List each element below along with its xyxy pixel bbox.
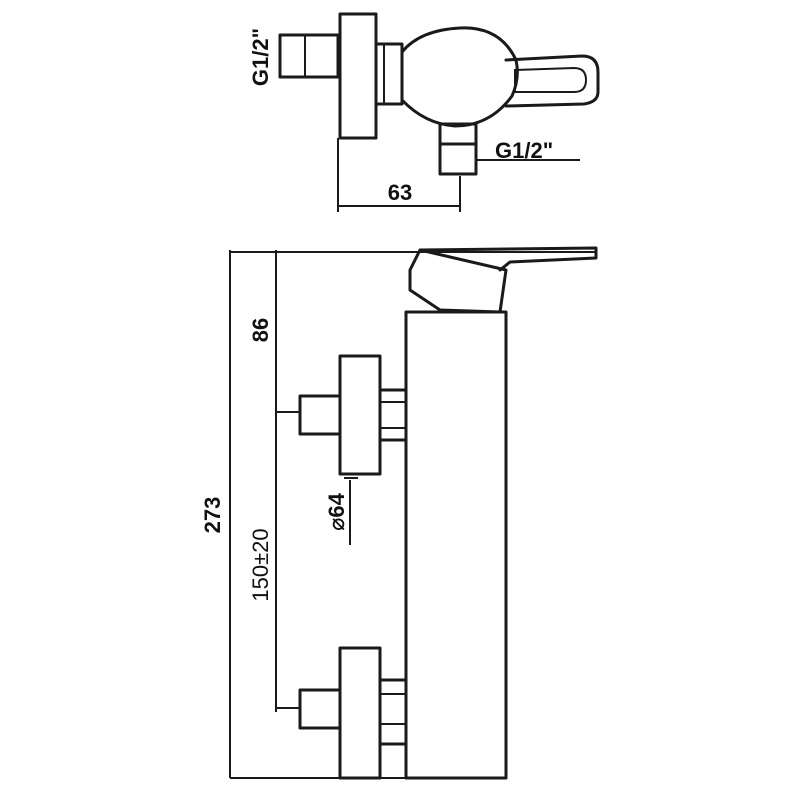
side-view: 273 86 150±20 ⌀64	[200, 246, 598, 780]
label-86: 86	[248, 318, 273, 342]
upper-escutcheon	[338, 354, 382, 476]
top-view: 63 G1/2" G1/2"	[248, 12, 600, 212]
side-mixer-body	[404, 310, 508, 780]
label-diameter-64: ⌀64	[324, 492, 349, 530]
side-handle	[418, 246, 598, 272]
side-cartridge	[408, 248, 508, 314]
upper-inlet-pipe	[298, 394, 342, 436]
lower-escutcheon	[338, 646, 382, 780]
label-63: 63	[388, 180, 412, 205]
top-handle	[504, 54, 600, 108]
top-nut	[374, 42, 404, 106]
label-150: 150±20	[248, 528, 273, 601]
label-273: 273	[200, 497, 225, 534]
top-outlet-pipe	[438, 142, 478, 176]
top-escutcheon	[338, 12, 378, 140]
top-inlet-left	[278, 33, 340, 79]
label-inlet-bottom: G1/2"	[495, 138, 553, 163]
lower-nut	[378, 678, 408, 746]
label-inlet-left: G1/2"	[248, 28, 273, 86]
top-mixer-body	[400, 26, 519, 128]
upper-nut	[378, 388, 408, 442]
lower-inlet-pipe	[298, 688, 342, 730]
